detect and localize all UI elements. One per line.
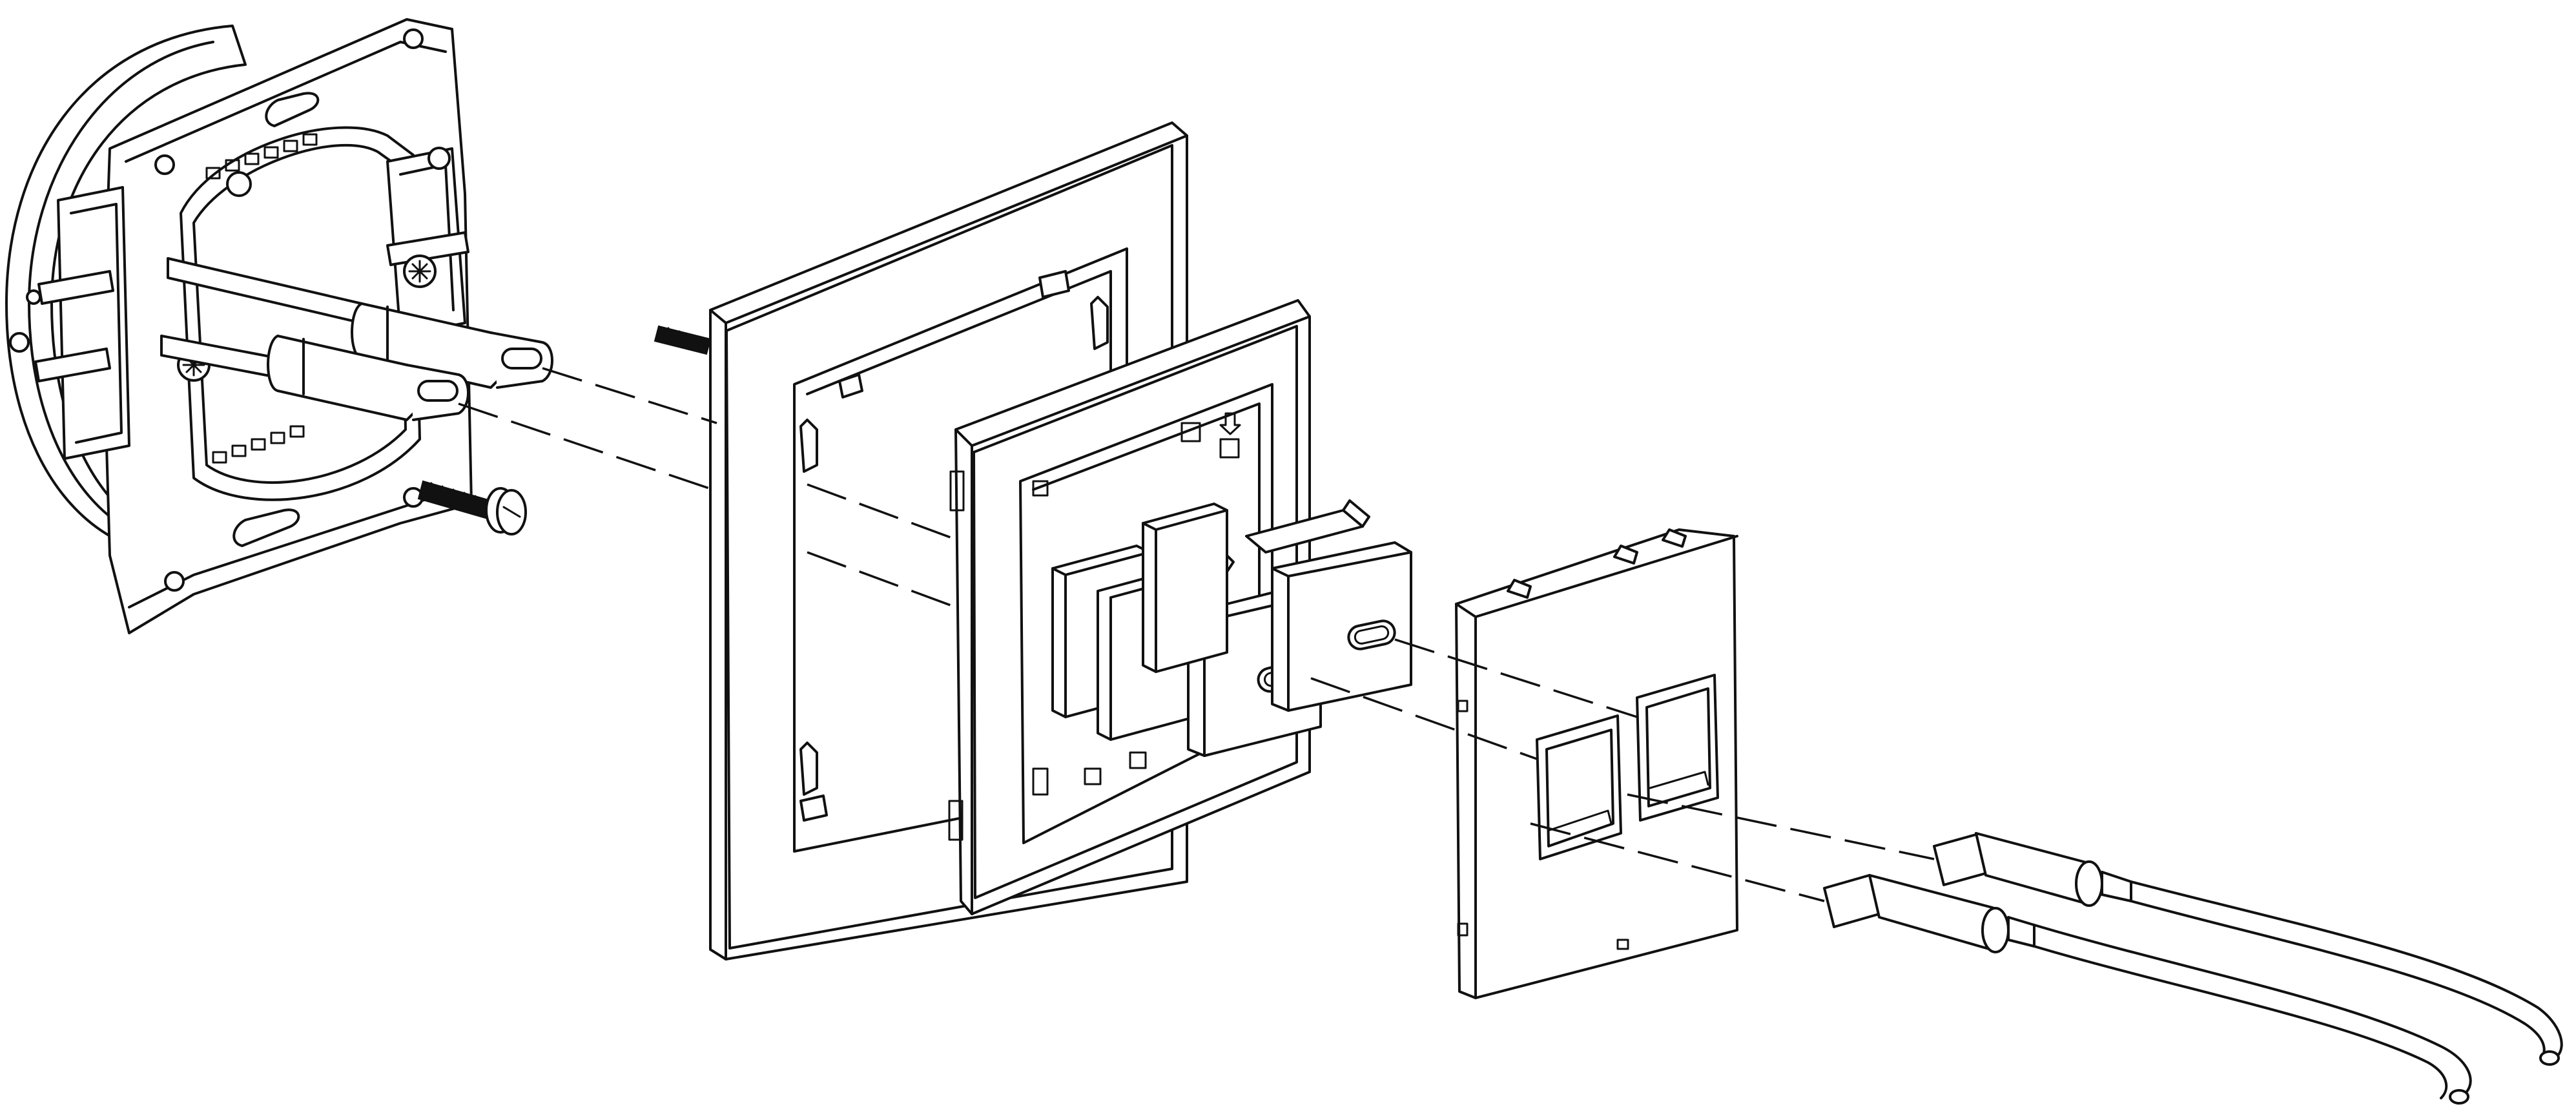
metal-mounting-frame bbox=[34, 18, 473, 634]
usb-c-cable-bottom bbox=[1823, 874, 2472, 1105]
alignment-lines bbox=[458, 367, 1935, 902]
mounted-usb-c-plug-lower bbox=[267, 335, 469, 421]
double-port-faceplate bbox=[1455, 528, 1738, 999]
terminal-screw-icon bbox=[226, 147, 451, 197]
arrow-down-icon bbox=[1219, 412, 1241, 435]
mounting-screw-right bbox=[654, 325, 712, 355]
terminal-screw-icon bbox=[403, 254, 437, 288]
mounted-usb-c-plug-upper bbox=[351, 302, 553, 389]
mounting-screw-left bbox=[417, 480, 527, 535]
usb-c-cable-top bbox=[1933, 832, 2563, 1066]
usb-c-coupler-right bbox=[1142, 499, 1412, 712]
